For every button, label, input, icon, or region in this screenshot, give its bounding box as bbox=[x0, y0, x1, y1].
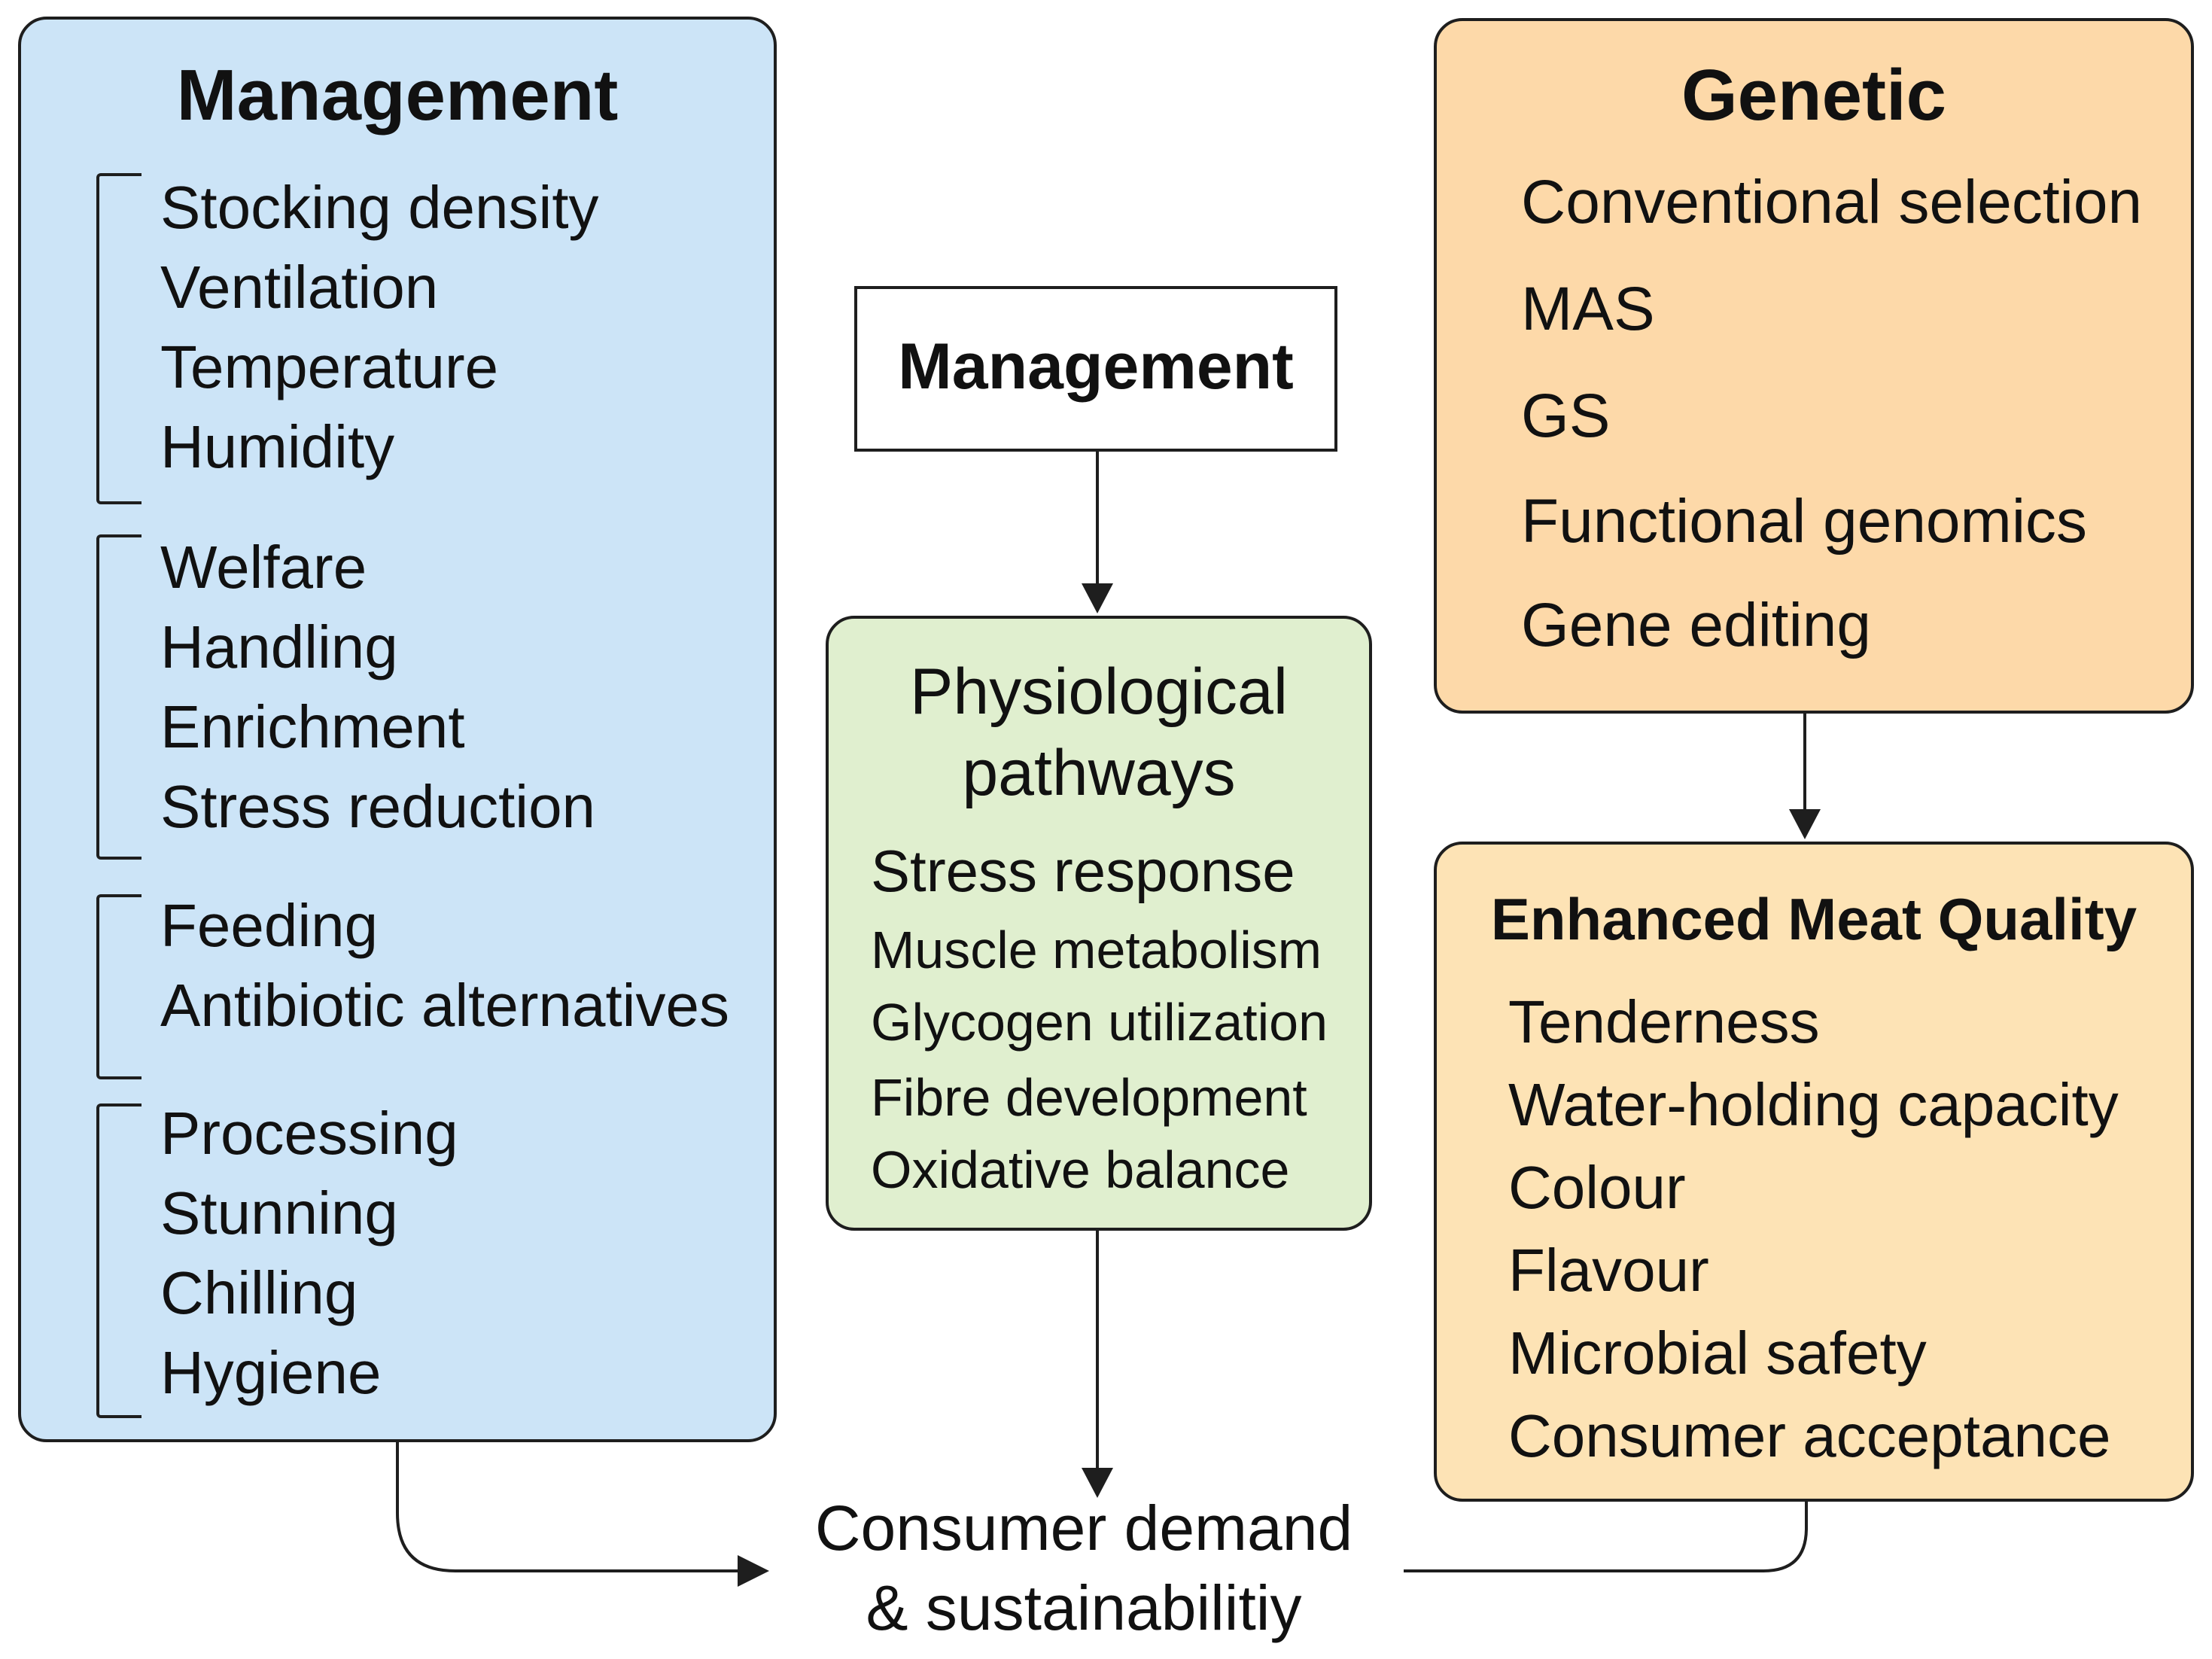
physiology-box bbox=[826, 616, 1372, 1231]
management-node bbox=[854, 286, 1337, 452]
list-item: Enrichment bbox=[160, 693, 465, 760]
physiology-to-consumer-arrow bbox=[1082, 1231, 1113, 1498]
list-item: Oxidative balance bbox=[871, 1140, 1290, 1199]
quality-title: Enhanced Meat Quality bbox=[1490, 886, 2137, 952]
list-item: Humidity bbox=[160, 413, 395, 480]
management-panel-title: Management bbox=[176, 55, 619, 135]
management-panel-to-consumer-arrow bbox=[396, 1442, 769, 1587]
list-item: Temperature bbox=[160, 333, 499, 400]
list-item: Feeding bbox=[160, 892, 379, 959]
list-item: Glycogen utilization bbox=[871, 993, 1328, 1052]
genetic-title: Genetic bbox=[1681, 55, 1947, 135]
list-item: Tenderness bbox=[1508, 988, 1820, 1055]
genetic-box bbox=[1434, 18, 2194, 714]
list-item: Stress response bbox=[871, 838, 1295, 904]
list-item: Flavour bbox=[1508, 1237, 1709, 1304]
list-item: Functional genomics bbox=[1521, 487, 2088, 556]
list-item: Water-holding capacity bbox=[1508, 1071, 2119, 1138]
list-item: Consumer acceptance bbox=[1508, 1402, 2111, 1469]
quality-box bbox=[1434, 842, 2194, 1502]
list-item: Antibiotic alternatives bbox=[160, 972, 729, 1039]
consumer-line2: & sustainabilitiy bbox=[866, 1572, 1302, 1643]
list-item: GS bbox=[1521, 382, 1611, 450]
genetic-to-quality-arrow bbox=[1789, 714, 1821, 839]
list-item: Processing bbox=[160, 1100, 458, 1167]
list-item: Gene editing bbox=[1521, 591, 1872, 659]
list-item: Colour bbox=[1508, 1154, 1686, 1221]
list-item: Stunning bbox=[160, 1180, 398, 1247]
consumer-line1: Consumer demand bbox=[814, 1493, 1353, 1563]
list-item: MAS bbox=[1521, 275, 1655, 343]
list-item: Hygiene bbox=[160, 1339, 382, 1406]
list-item: Ventilation bbox=[160, 254, 439, 321]
management-panel bbox=[18, 17, 777, 1442]
list-item: Fibre development bbox=[871, 1068, 1307, 1127]
bracket-group-2 bbox=[96, 534, 141, 860]
list-item: Chilling bbox=[160, 1259, 358, 1326]
list-item: Stress reduction bbox=[160, 773, 596, 840]
bracket-group-4 bbox=[96, 1103, 141, 1418]
bracket-group-1 bbox=[96, 173, 141, 504]
physiology-title-line1: Physiological bbox=[910, 656, 1288, 728]
management-to-physiology-arrow bbox=[1082, 452, 1113, 613]
management-node-label: Management bbox=[898, 330, 1294, 403]
physiology-title-line2: pathways bbox=[962, 737, 1236, 809]
list-item: Welfare bbox=[160, 534, 367, 601]
list-item: Microbial safety bbox=[1508, 1320, 1927, 1387]
bracket-group-3 bbox=[96, 894, 141, 1079]
list-item: Handling bbox=[160, 613, 398, 680]
list-item: Conventional selection bbox=[1521, 168, 2143, 236]
quality-to-consumer-connector bbox=[1404, 1502, 1808, 1572]
list-item: Muscle metabolism bbox=[871, 921, 1322, 979]
list-item: Stocking density bbox=[160, 174, 599, 241]
